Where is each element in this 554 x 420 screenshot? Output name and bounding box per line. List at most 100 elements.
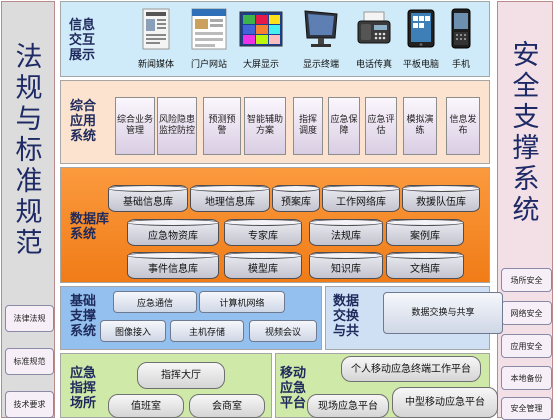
db-rescue-team[interactable]: 救援队伍库 <box>402 185 480 212</box>
right-button-site-security[interactable]: 场所安全 <box>501 268 552 292</box>
app-card-risk-monitoring[interactable]: 风险隐患监控防控 <box>157 97 197 155</box>
left-title-char-1: 规 <box>15 73 43 104</box>
left-button-laws[interactable]: 法律法规 <box>5 305 54 332</box>
mobile-personal-terminal[interactable]: 个人移动应急终端工作平台 <box>341 356 481 382</box>
integrated-apps-title: 综合 应用 系统 <box>70 99 114 144</box>
db-regulations[interactable]: 法规库 <box>309 219 383 246</box>
db-cases[interactable]: 案例库 <box>386 219 464 246</box>
right-button-security-management[interactable]: 安全管理 <box>501 397 552 420</box>
infrastructure-title: 基础 支撑 系统 <box>70 294 110 339</box>
db-experts[interactable]: 专家库 <box>224 219 302 246</box>
app-card-simulation-drill[interactable]: 模拟演练 <box>403 97 437 155</box>
venue-title-line-0: 应急 <box>70 366 97 381</box>
db-models[interactable]: 模型库 <box>224 252 302 279</box>
infra-host-storage[interactable]: 主机存储 <box>170 320 244 342</box>
mobile-title-line-0: 移动 <box>280 366 307 381</box>
apps-title-line-1: 应用 <box>70 114 97 129</box>
info-title-line-2: 展示 <box>69 48 96 63</box>
app-card-emergency-assessment[interactable]: 应急评估 <box>365 97 397 155</box>
media-monitor[interactable]: 显示终端 <box>295 8 347 70</box>
mobile-onsite-platform[interactable]: 现场应急平台 <box>307 394 389 418</box>
app-card-emergency-support[interactable]: 应急保障 <box>328 97 360 155</box>
data-exchange-share-box[interactable]: 数据交换与共享 <box>383 292 503 334</box>
db-label: 案例库 <box>410 231 440 242</box>
right-title-char-2: 支 <box>512 102 540 133</box>
command-venue-title: 应急 指挥 场所 <box>70 366 106 411</box>
db-label: 法规库 <box>331 231 361 242</box>
app-card-label: 模拟演练 <box>406 115 434 136</box>
app-card-label: 预测预警 <box>208 115 236 136</box>
infra-computer-network[interactable]: 计算机网络 <box>199 291 285 313</box>
exchange-title-line-2: 与共 <box>333 324 360 339</box>
app-card-info-publish[interactable]: 信息发布 <box>446 97 480 155</box>
media-newspaper[interactable]: 新闻媒体 <box>132 8 180 70</box>
venue-command-hall[interactable]: 指挥大厅 <box>137 362 225 389</box>
db-basic-info[interactable]: 基础信息库 <box>108 185 188 212</box>
right-button-local-backup[interactable]: 本地备份 <box>501 366 552 390</box>
right-title-char-3: 撑 <box>512 133 540 164</box>
db-label: 专家库 <box>248 231 278 242</box>
right-button-app-security[interactable]: 应用安全 <box>501 334 552 358</box>
mobile-phone-icon <box>451 8 471 49</box>
left-title-char-4: 准 <box>15 166 43 197</box>
left-title-char-5: 规 <box>15 197 43 228</box>
media-big-screen[interactable]: 大屏显示 <box>236 8 286 70</box>
db-label: 救援队伍库 <box>416 197 466 208</box>
app-card-label: 综合业务管理 <box>117 115 154 136</box>
venue-title-line-1: 指挥 <box>70 381 97 396</box>
db-label: 预案库 <box>281 197 311 208</box>
infra-title-line-2: 系统 <box>70 324 97 339</box>
db-label: 模型库 <box>248 264 278 275</box>
infra-image-access[interactable]: 图像接入 <box>100 320 166 342</box>
newspaper-icon <box>142 8 170 50</box>
media-mobile-phone[interactable]: 手机 <box>444 8 478 70</box>
left-panel-regulations: 法 规 与 标 准 规 范 法律法规 标准规范 技术要求 <box>1 1 55 418</box>
mobile-personal-terminal-label: 个人移动应急终端工作平台 <box>351 363 471 375</box>
db-documents[interactable]: 文档库 <box>386 252 464 279</box>
big-screen-icon <box>239 11 283 47</box>
app-card-label: 风险隐患监控防控 <box>159 115 196 136</box>
mobile-medium-platform-label: 中型移动应急平台 <box>405 397 485 408</box>
app-card-command-dispatch[interactable]: 指挥调度 <box>293 97 323 155</box>
database-title: 数据库 系统 <box>70 212 120 242</box>
exchange-title-line-0: 数据 <box>333 294 360 309</box>
db-geo-info[interactable]: 地理信息库 <box>190 185 270 212</box>
info-display-band: 信息 交互 展示 新闻媒体 门户网站 大屏显示 <box>60 1 490 77</box>
mobile-medium-platform[interactable]: 中型移动应急平台 <box>392 387 498 418</box>
db-title-line-1: 系统 <box>70 227 97 242</box>
venue-duty-room[interactable]: 值班室 <box>108 394 184 418</box>
media-label-fax-phone: 电话传真 <box>355 60 392 70</box>
db-plan[interactable]: 预案库 <box>272 185 320 212</box>
app-card-forecast-warning[interactable]: 预测预警 <box>203 97 241 155</box>
app-card-label: 指挥调度 <box>298 115 317 136</box>
tablet-icon <box>407 9 435 48</box>
infra-emergency-comms[interactable]: 应急通信 <box>113 291 197 313</box>
app-card-smart-assist[interactable]: 智能辅助方案 <box>244 97 286 155</box>
app-card-label: 信息发布 <box>449 115 477 136</box>
media-label-tablet: 平板电脑 <box>402 60 439 70</box>
venue-meeting-room[interactable]: 会商室 <box>189 394 265 418</box>
left-button-tech-requirements[interactable]: 技术要求 <box>5 391 54 418</box>
db-label: 地理信息库 <box>205 197 255 208</box>
db-knowledge[interactable]: 知识库 <box>309 252 383 279</box>
media-label-big-screen: 大屏显示 <box>242 60 279 70</box>
mobile-title-line-2: 平台 <box>280 396 307 411</box>
exchange-title-line-1: 交换 <box>333 309 360 324</box>
fax-phone-icon <box>357 11 391 44</box>
left-title-char-3: 标 <box>15 135 43 166</box>
right-panel-title: 安 全 支 撑 系 统 <box>498 40 554 226</box>
db-event-info[interactable]: 事件信息库 <box>127 252 219 279</box>
db-label: 基础信息库 <box>123 197 173 208</box>
media-web-portal[interactable]: 门户网站 <box>185 8 233 70</box>
db-emergency-supplies[interactable]: 应急物资库 <box>127 219 219 246</box>
app-card-business-management[interactable]: 综合业务管理 <box>115 97 155 155</box>
media-fax-phone[interactable]: 电话传真 <box>350 8 398 70</box>
right-button-network-security[interactable]: 网络安全 <box>501 301 552 325</box>
infra-video-conference[interactable]: 视频会议 <box>249 320 317 342</box>
left-button-standards[interactable]: 标准规范 <box>5 348 54 375</box>
media-tablet[interactable]: 平板电脑 <box>397 8 445 70</box>
left-title-char-0: 法 <box>15 42 43 73</box>
db-work-network[interactable]: 工作网络库 <box>322 185 400 212</box>
apps-title-line-2: 系统 <box>70 129 97 144</box>
left-title-char-2: 与 <box>15 104 43 135</box>
